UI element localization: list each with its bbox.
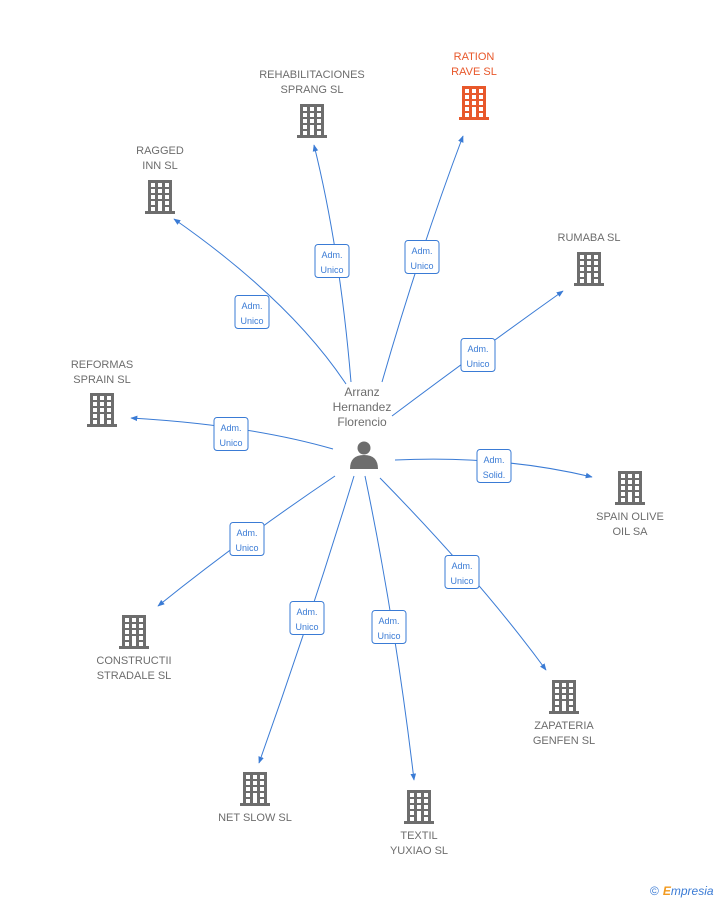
person-icon: [350, 441, 378, 469]
building-icon: [119, 615, 149, 649]
role-box-textil-yuxiao[interactable]: Adm. Unico: [371, 610, 407, 644]
company-node-rumaba[interactable]: RUMABA SL: [558, 232, 621, 286]
role-text: Unico: [240, 316, 263, 326]
company-node-rehabilitaciones-sprang[interactable]: REHABILITACIONES SPRANG SL: [259, 69, 365, 138]
role-box-rumaba[interactable]: Adm. Unico: [460, 338, 496, 372]
role-text: Adm.: [236, 528, 257, 538]
company-name-line: REFORMAS: [71, 359, 133, 371]
company-name-line: SPRAIN SL: [73, 374, 130, 386]
company-name-line: RAVE SL: [451, 66, 497, 78]
role-box-ragged-inn[interactable]: Adm. Unico: [234, 295, 270, 329]
company-name-line: SPRANG SL: [281, 84, 344, 96]
building-icon: [615, 471, 645, 505]
role-text: Adm.: [296, 607, 317, 617]
building-icon: [145, 180, 175, 214]
company-name-line: ZAPATERIA: [534, 720, 594, 732]
role-text: Unico: [295, 622, 318, 632]
role-text: Adm.: [321, 250, 342, 260]
company-name-line: RUMABA SL: [558, 232, 621, 244]
company-name-line: REHABILITACIONES: [259, 69, 365, 81]
role-text: Unico: [410, 261, 433, 271]
role-box-reformas-sprain[interactable]: Adm. Unico: [213, 417, 249, 451]
role-text: Unico: [320, 265, 343, 275]
brand-name: mpresia: [670, 884, 714, 898]
building-icon: [404, 790, 434, 824]
role-box-constructii-stradale[interactable]: Adm. Unico: [229, 522, 265, 556]
company-name-line: TEXTIL: [400, 830, 437, 842]
copyright-symbol: ©: [650, 884, 659, 898]
brand-initial: E: [662, 884, 671, 898]
company-name-line: YUXIAO SL: [390, 845, 448, 857]
role-text: Unico: [450, 576, 473, 586]
role-text: Unico: [466, 359, 489, 369]
company-node-ration-rave[interactable]: RATION RAVE SL: [451, 51, 497, 120]
role-text: Adm.: [241, 301, 262, 311]
company-name-line: RATION: [454, 51, 495, 63]
role-text: Unico: [235, 543, 258, 553]
company-name-line: NET SLOW SL: [218, 812, 292, 824]
person-name-line: Arranz: [344, 385, 379, 399]
building-icon: [297, 104, 327, 138]
role-text: Solid.: [483, 470, 506, 480]
company-name-line: RAGGED: [136, 145, 184, 157]
role-box-zapateria-genfen[interactable]: Adm. Unico: [444, 555, 480, 589]
role-box-net-slow[interactable]: Adm. Unico: [289, 601, 325, 635]
company-node-reformas-sprain[interactable]: REFORMAS SPRAIN SL: [71, 359, 133, 427]
person-name-line: Florencio: [337, 415, 387, 429]
company-name-line: GENFEN SL: [533, 735, 595, 747]
company-name-line: CONSTRUCTII: [96, 655, 171, 667]
role-text: Adm.: [411, 246, 432, 256]
role-box-spain-olive-oil[interactable]: Adm. Solid.: [476, 449, 512, 483]
building-icon: [549, 680, 579, 714]
edge-ragged-inn: [173, 218, 347, 385]
building-icon: [240, 772, 270, 806]
role-box-rehabilitaciones-sprang[interactable]: Adm. Unico: [314, 244, 350, 278]
building-icon: [87, 393, 117, 427]
company-node-spain-olive-oil[interactable]: SPAIN OLIVE OIL SA: [596, 471, 664, 538]
company-name-line: OIL SA: [612, 526, 648, 538]
role-text: Unico: [377, 631, 400, 641]
building-icon: [459, 86, 489, 120]
role-text: Adm.: [378, 616, 399, 626]
company-node-constructii-stradale[interactable]: CONSTRUCTII STRADALE SL: [96, 615, 172, 682]
role-text: Unico: [219, 438, 242, 448]
role-boxes-layer: Adm.UnicoAdm.UnicoAdm.UnicoAdm.UnicoAdm.…: [213, 240, 512, 644]
company-node-textil-yuxiao[interactable]: TEXTIL YUXIAO SL: [390, 790, 448, 857]
company-node-net-slow[interactable]: NET SLOW SL: [218, 772, 292, 824]
company-node-ragged-inn[interactable]: RAGGED INN SL: [136, 145, 184, 214]
company-name-line: SPAIN OLIVE: [596, 511, 664, 523]
role-text: Adm.: [451, 561, 472, 571]
role-box-ration-rave[interactable]: Adm. Unico: [404, 240, 440, 274]
company-node-zapateria-genfen[interactable]: ZAPATERIA GENFEN SL: [533, 680, 595, 747]
building-icon: [574, 252, 604, 286]
company-name-line: INN SL: [142, 160, 177, 172]
person-name-line: Hernandez: [333, 400, 392, 414]
empresia-brand[interactable]: ©Empresia: [650, 884, 714, 898]
company-name-line: STRADALE SL: [97, 670, 172, 682]
role-text: Adm.: [483, 455, 504, 465]
role-text: Adm.: [467, 344, 488, 354]
role-text: Adm.: [220, 423, 241, 433]
